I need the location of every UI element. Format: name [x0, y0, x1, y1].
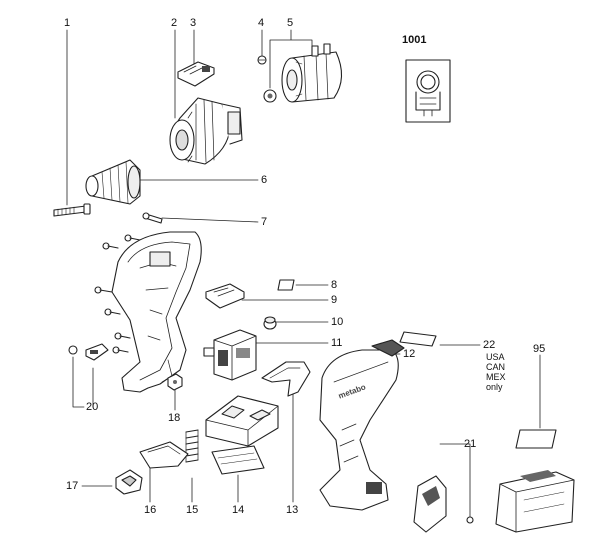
label-part-18: 18: [168, 412, 181, 424]
screw-d: [104, 308, 121, 316]
region-note: USA CAN MEX only: [486, 352, 506, 392]
part-17-cap: [115, 469, 143, 495]
part-21-belt-clip: [413, 475, 474, 533]
part-12-right-housing: [319, 339, 405, 511]
label-part-15: 15: [186, 504, 199, 516]
label-part-9: 9: [331, 294, 338, 306]
region-can: CAN: [486, 362, 506, 372]
part-18-nut: [167, 373, 183, 391]
label-part-4: 4: [258, 17, 265, 29]
part-13-bracket: [261, 361, 311, 397]
part-3-slide: [177, 61, 215, 87]
screw-c: [94, 286, 113, 294]
screw-a: [102, 242, 119, 250]
label-part-95: 95: [533, 343, 546, 355]
part-2-gearbox: [169, 97, 243, 165]
label-part-1001: 1001: [402, 34, 427, 46]
label-part-10: 10: [331, 316, 344, 328]
label-part-13: 13: [286, 504, 299, 516]
region-only: only: [486, 382, 503, 392]
part-9-button: [205, 283, 245, 309]
part-95-battery: [495, 429, 575, 533]
left-housing-shell: [111, 231, 202, 393]
screw-b: [124, 234, 141, 242]
label-part-12: 12: [403, 348, 416, 360]
screw-e: [114, 332, 131, 340]
label-part-8: 8: [331, 279, 338, 291]
leader-21: [439, 443, 471, 521]
part-6-chuck: [85, 159, 141, 205]
label-part-22: 22: [483, 339, 496, 351]
label-part-5: 5: [287, 17, 294, 29]
part-20-led: [68, 343, 109, 361]
part-14-sticker: [211, 445, 265, 475]
part-4-screw: [257, 55, 267, 65]
part-8-label: [277, 279, 295, 291]
screw-f: [112, 346, 129, 354]
part-16-slider: [139, 441, 189, 469]
leader-20: [72, 356, 94, 408]
part-10-cap: [263, 316, 277, 330]
battery-contact-tray: [205, 395, 279, 447]
part-22-label: [399, 331, 437, 347]
label-part-20: 20: [86, 401, 99, 413]
leader-5: [269, 29, 313, 89]
label-part-6: 6: [261, 174, 268, 186]
part-15-spring: [185, 429, 199, 463]
label-part-1: 1: [64, 17, 71, 29]
housing-screws: [94, 234, 141, 354]
leader-7: [161, 217, 259, 223]
part-7-screw: [142, 212, 163, 224]
label-part-7: 7: [261, 216, 268, 228]
label-part-2: 2: [171, 17, 178, 29]
part-11-switch: [203, 329, 257, 381]
part-1-screw: [53, 203, 91, 217]
region-usa: USA: [486, 352, 505, 362]
label-part-17: 17: [66, 480, 79, 492]
label-part-16: 16: [144, 504, 157, 516]
label-part-14: 14: [232, 504, 245, 516]
region-mex: MEX: [486, 372, 506, 382]
part-1001-sticker-box: [405, 59, 451, 123]
part-5-motor: [263, 43, 343, 103]
label-part-21: 21: [464, 438, 477, 450]
leader-lines: [66, 29, 541, 521]
label-part-3: 3: [190, 17, 197, 29]
label-part-11: 11: [331, 337, 343, 349]
